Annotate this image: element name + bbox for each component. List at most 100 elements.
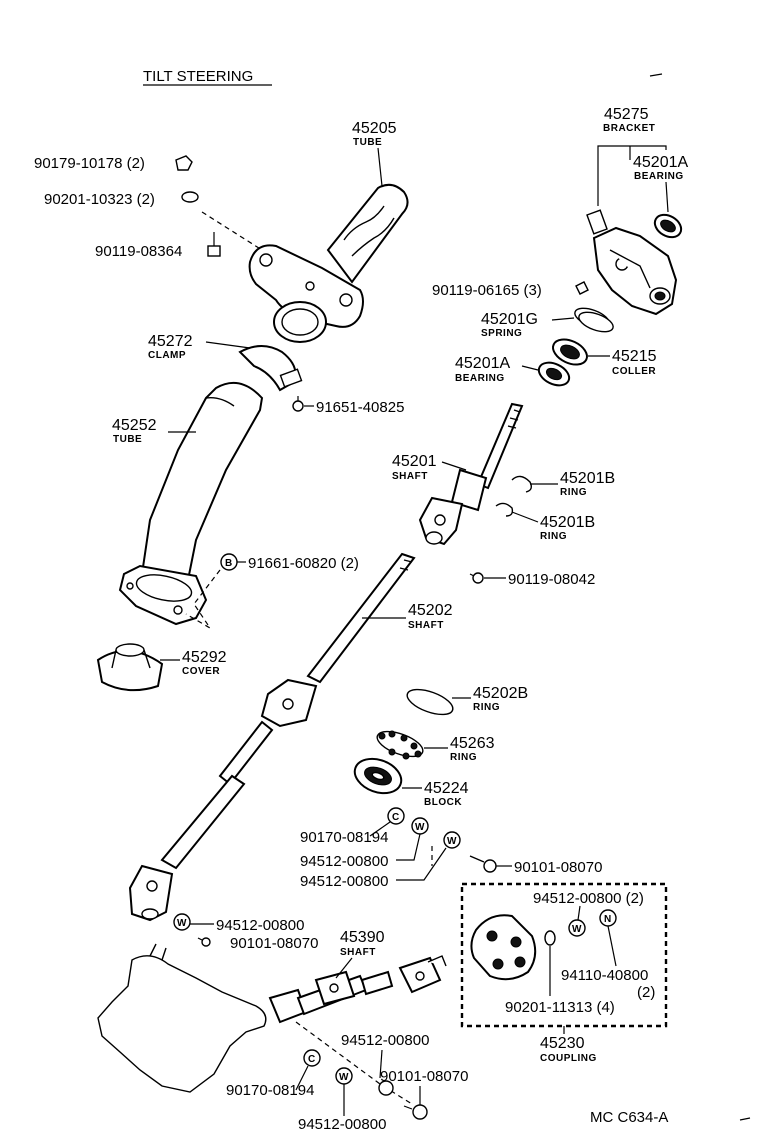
part-90170a-number: 90170-08194 <box>300 829 388 846</box>
leader-45275 <box>597 145 667 206</box>
part-45201A-mid-number: 45201A <box>455 355 510 372</box>
leader-45201A-mid <box>521 365 539 371</box>
symbol-c-b-label: C <box>308 1054 315 1065</box>
part-91651-number: 91651-40825 <box>316 399 404 416</box>
cover-45292-drawing <box>96 643 164 692</box>
part-90201b-number: 90201-11313 (4) <box>505 999 615 1016</box>
part-90119a-number: 90119-08364 <box>95 243 182 260</box>
part-94512b-number: 94512-00800 <box>300 873 388 890</box>
part-45275-number: 45275 <box>604 106 649 123</box>
leader-94512a <box>396 833 421 861</box>
bearing-45201A-top-drawing <box>653 213 683 239</box>
nut-90170b-drawing <box>303 1049 321 1067</box>
bolt-90101c-drawing <box>403 1104 428 1120</box>
dashed-guide-b <box>185 569 221 629</box>
part-45201B-b-desc: RING <box>540 531 567 542</box>
part-45202-number: 45202 <box>408 602 453 619</box>
ring-45202B-drawing <box>406 688 454 716</box>
part-94110-number: 94110-40800 <box>561 967 648 984</box>
part-91661-number: 91661-60820 (2) <box>248 555 359 572</box>
symbol-n-label: N <box>604 914 611 925</box>
part-45292-desc: COVER <box>182 666 220 677</box>
part-45272-desc: CLAMP <box>148 350 186 361</box>
coupling-group-box <box>460 882 668 1028</box>
leader-45201 <box>441 461 467 471</box>
symbol-c-a-label: C <box>392 812 399 823</box>
part-94110-qty: (2) <box>637 984 655 1001</box>
part-94512e-number: 94512-00800 <box>341 1032 429 1049</box>
leader-94110 <box>607 925 617 967</box>
part-94512a-number: 94512-00800 <box>300 853 388 870</box>
block-45224-drawing <box>353 757 403 795</box>
part-90101a-number: 90101-08070 <box>514 859 602 876</box>
diagram-title: TILT STEERING <box>143 68 253 85</box>
leader-45205 <box>377 147 383 187</box>
leader-45201A-top <box>665 181 669 213</box>
shaft-45202-drawing <box>128 552 416 922</box>
bracket-45275-drawing <box>586 209 678 316</box>
spring-45201G-drawing <box>574 307 614 333</box>
part-45201G-number: 45201G <box>481 311 538 328</box>
ring-45263-drawing <box>376 730 424 760</box>
bearing-45201A-mid-drawing <box>537 361 571 387</box>
part-45201A-mid-desc: BEARING <box>455 373 505 384</box>
washer-94512b-drawing <box>443 831 461 849</box>
part-45205-desc: TUBE <box>353 137 382 148</box>
part-45201A-top-number: 45201A <box>633 154 688 171</box>
part-45263-number: 45263 <box>450 735 495 752</box>
symbol-w-c-label: W <box>572 924 582 935</box>
bolt-90119c-drawing <box>469 572 484 584</box>
part-45201B-a-number: 45201B <box>560 470 615 487</box>
dashed-guide-a <box>201 211 263 251</box>
part-45202B-desc: RING <box>473 702 500 713</box>
leader-45272 <box>205 341 251 349</box>
washer-94512d-drawing <box>173 913 191 931</box>
coupling-45230-drawing <box>470 914 537 981</box>
leader-90170a <box>369 821 391 837</box>
symbol-w-d-label: W <box>177 918 187 929</box>
washer-small-drawing <box>378 1080 394 1096</box>
washer-90201a-drawing <box>181 191 199 203</box>
part-90179-number: 90179-10178 (2) <box>34 155 145 172</box>
symbol-w-b-label: W <box>447 836 457 847</box>
part-45230-desc: COUPLING <box>540 1053 597 1064</box>
ring-45201B-b-drawing <box>495 502 514 517</box>
washer-90201b-drawing <box>544 930 556 946</box>
part-45201A-top-desc: BEARING <box>634 171 684 182</box>
part-94512f-number: 94512-00800 <box>298 1116 386 1133</box>
corner-mark <box>649 73 663 77</box>
part-45202-desc: SHAFT <box>408 620 444 631</box>
ring-45201B-a-drawing <box>511 475 533 493</box>
leader-90170b <box>295 1065 309 1091</box>
tube-45252-drawing <box>118 381 264 626</box>
leader-45201B-b <box>511 511 539 523</box>
part-45252-desc: TUBE <box>113 434 142 445</box>
part-45224-number: 45224 <box>424 780 469 797</box>
part-45292-number: 45292 <box>182 649 227 666</box>
part-94512d-number: 94512-00800 <box>216 917 304 934</box>
leader-45201G <box>551 317 575 321</box>
collar-45215-drawing <box>552 338 588 366</box>
bolt-90119b-drawing <box>575 281 589 295</box>
part-45201-number: 45201 <box>392 453 437 470</box>
part-90201a-number: 90201-10323 (2) <box>44 191 155 208</box>
symbol-b-label: B <box>225 558 232 569</box>
part-45263-desc: RING <box>450 752 477 763</box>
part-45275-desc: BRACKET <box>603 123 655 134</box>
steering-gear-housing-drawing <box>97 943 267 1093</box>
dashed-guide-d <box>295 1021 413 1105</box>
leader-94512c <box>577 905 581 921</box>
part-45224-desc: BLOCK <box>424 797 462 808</box>
leader-94512e <box>379 1049 383 1079</box>
part-45390-number: 45390 <box>340 929 385 946</box>
part-45252-number: 45252 <box>112 417 157 434</box>
corner-mark-bottom <box>739 1117 751 1121</box>
leader-94512b <box>396 847 447 881</box>
part-45202B-number: 45202B <box>473 685 528 702</box>
part-45390-desc: SHAFT <box>340 947 376 958</box>
symbol-w-f-label: W <box>339 1072 349 1083</box>
shaft-45390-drawing <box>268 955 447 1024</box>
part-90170b-number: 90170-08194 <box>226 1082 314 1099</box>
nut-90170a-drawing <box>387 807 405 825</box>
